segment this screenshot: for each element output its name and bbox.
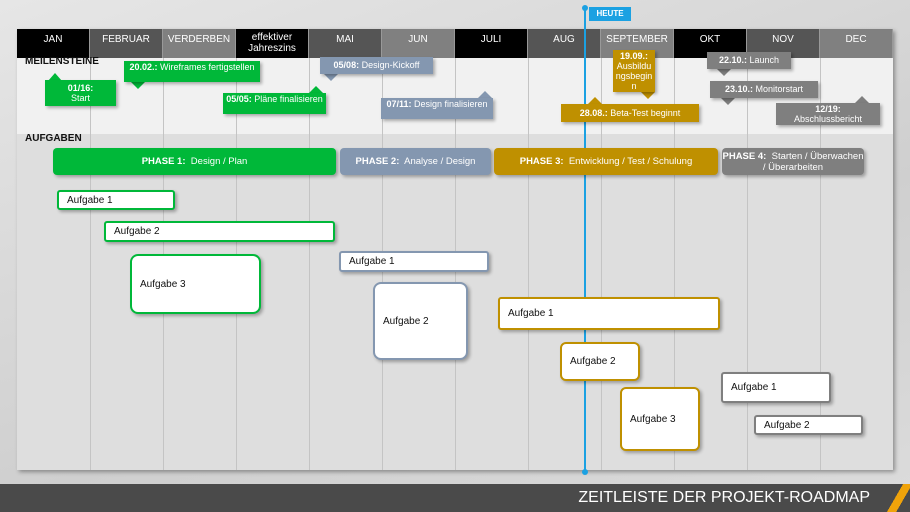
phase-1-bar[interactable]: PHASE 1: Design / Plan <box>53 148 336 175</box>
milestone: 28.08.: Beta-Test beginnt <box>561 104 699 122</box>
month-header: JUN <box>382 29 455 58</box>
task-bar[interactable]: Aufgabe 2 <box>560 342 640 381</box>
tasks-heading: AUFGABEN <box>25 133 82 144</box>
task-bar[interactable]: Aufgabe 3 <box>620 387 700 451</box>
task-bar[interactable]: Aufgabe 1 <box>498 297 720 330</box>
milestone: 12/19:Abschlussbericht <box>776 103 880 125</box>
task-bar[interactable]: Aufgabe 2 <box>373 282 468 360</box>
task-bar[interactable]: Aufgabe 1 <box>339 251 489 272</box>
phase-2-bar[interactable]: PHASE 2: Analyse / Design <box>340 148 491 175</box>
phase-3-bar[interactable]: PHASE 3: Entwicklung / Test / Schulung <box>494 148 718 175</box>
accent-stripe <box>880 484 910 512</box>
page-title: ZEITLEISTE DER PROJEKT-ROADMAP <box>578 489 870 506</box>
month-header: JAN <box>17 29 90 58</box>
month-header: VERDERBEN <box>163 29 236 58</box>
month-header: effektiver Jahreszins <box>236 29 309 58</box>
month-header: MAI <box>309 29 382 58</box>
task-bar[interactable]: Aufgabe 3 <box>130 254 261 314</box>
month-header: AUG <box>528 29 601 58</box>
month-header: DEC <box>820 29 893 58</box>
today-line-bottom-dot <box>582 469 588 475</box>
milestone: 20.02.: Wireframes fertigstellen <box>124 61 260 82</box>
task-bar[interactable]: Aufgabe 2 <box>104 221 335 242</box>
milestones-heading: MEILENSTEINE <box>25 56 99 67</box>
today-line-top-dot <box>582 5 588 11</box>
month-header: JULI <box>455 29 528 58</box>
task-bar[interactable]: Aufgabe 2 <box>754 415 863 435</box>
today-line <box>584 8 586 473</box>
month-header: FEBRUAR <box>90 29 163 58</box>
task-bar[interactable]: Aufgabe 1 <box>721 372 831 403</box>
today-label: HEUTE <box>589 7 631 21</box>
task-bar[interactable]: Aufgabe 1 <box>57 190 175 210</box>
milestone: 23.10.: Monitorstart <box>710 81 818 98</box>
milestone: 07/11: Design finalisieren <box>381 98 493 119</box>
milestone: 19.09.:Ausbildungsbeginn <box>613 50 655 92</box>
phase-4-bar[interactable]: PHASE 4: Starten / Überwachen / Überarbe… <box>722 148 864 175</box>
footer-bar: ZEITLEISTE DER PROJEKT-ROADMAP <box>0 484 910 512</box>
milestone: 01/16:Start <box>45 80 116 106</box>
milestone: 22.10.: Launch <box>707 52 791 69</box>
milestone: 05/05: Pläne finalisieren <box>223 93 326 114</box>
milestone: 05/08: Design-Kickoff <box>320 57 433 74</box>
